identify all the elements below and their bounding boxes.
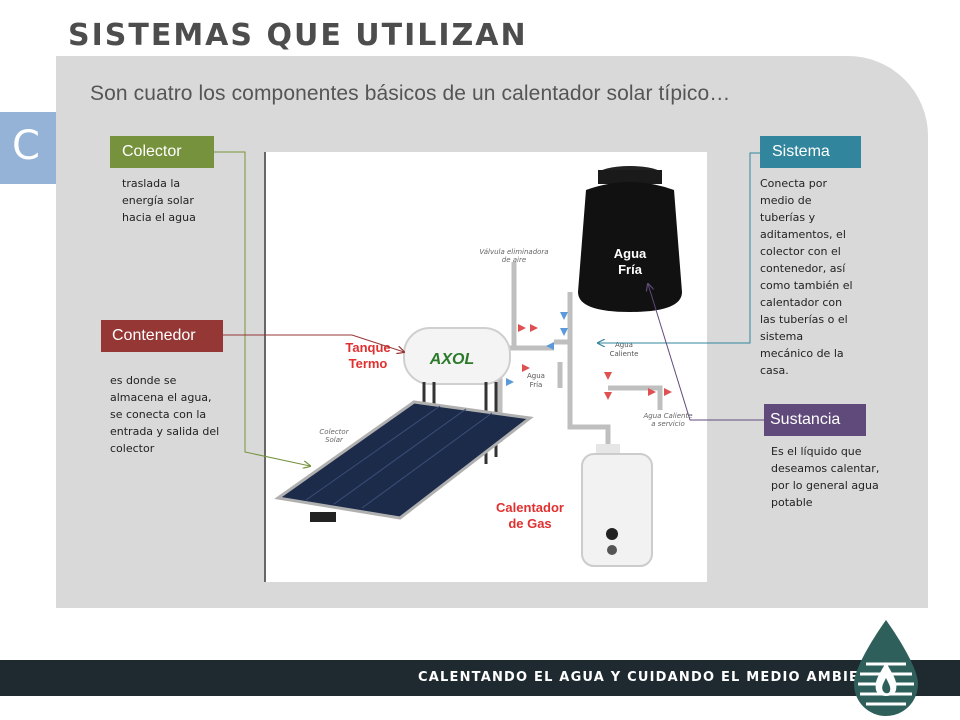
hot-water-label-1: Agua [615,341,633,349]
cold-water-label-1: Agua [527,372,545,380]
colector-label: Colector [110,136,214,168]
sistema-label: Sistema [760,136,861,168]
tank-label-2: Fría [618,262,643,277]
termo-label-1: Tanque [345,340,390,355]
heater-label-2: de Gas [508,516,551,531]
footer-bar [0,660,960,696]
heater-label-1: Calentador [496,500,564,515]
colector-description: traslada la energía solar hacia el agua [122,177,196,224]
pipes [497,262,663,452]
service-label-2: a servicio [651,420,685,428]
thermo-tank-icon: AXOL [403,327,511,464]
service-label-1: Agua Caliente [642,412,692,420]
collector-label-2: Solar [325,436,344,444]
collector-label-1: Colector [319,428,349,436]
valve-label-2: de aire [502,256,526,264]
contenedor-description: es donde se almacena el agua, se conecta… [110,374,220,455]
page-title: SISTEMAS QUE UTILIZAN [68,18,528,53]
sustancia-label: Sustancia [764,404,866,436]
tank-label-1: Agua [614,246,647,261]
cold-water-label-2: Fría [530,381,543,389]
valve-label-1: Válvula eliminadora [479,248,548,256]
section-tab: C [0,112,56,184]
sistema-description: Conecta por medio de tuberías y aditamen… [760,177,853,377]
sustancia-description: Es el líquido que deseamos calentar, por… [771,445,880,509]
water-flame-logo-icon [854,620,918,716]
brand-logo: AXOL [429,351,474,368]
subtitle: Son cuatro los componentes básicos de un… [90,82,731,105]
hot-water-label-2: Caliente [610,350,639,358]
solar-panel-icon [274,400,534,522]
gas-heater-icon [581,444,653,567]
solar-heater-illustration: Agua Fría Válvula eliminadora de aire AX… [264,152,707,582]
contenedor-label: Contenedor [101,320,223,352]
footer-tagline: CALENTANDO EL AGUA Y CUIDANDO EL MEDIO A… [418,670,892,685]
termo-label-2: Termo [349,356,388,371]
cold-water-tank-icon: Agua Fría [578,166,682,312]
